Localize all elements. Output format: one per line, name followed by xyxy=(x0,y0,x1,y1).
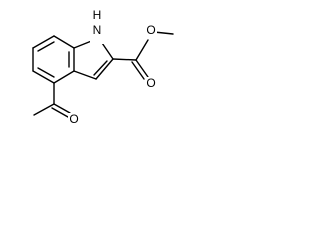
aromatic-inner-bond-c5-c4 xyxy=(37,67,55,78)
hydrogen-label: H xyxy=(93,8,102,22)
atom-labels: H N O O O xyxy=(68,8,157,127)
bond-ester-carbon-oxygen-ether xyxy=(135,39,149,61)
benzene-ring xyxy=(32,35,75,84)
ester-carbonyl-oxygen-background xyxy=(145,77,157,91)
bond-c2-ester-carbon xyxy=(112,58,137,61)
ester-carbonyl-oxygen-label: O xyxy=(146,76,155,90)
bond-c7a-c7 xyxy=(53,35,75,49)
bond-c5-c4 xyxy=(32,70,55,84)
bond-acetyl-carbonyl-1 xyxy=(53,103,71,114)
bond-ester-carbonyl-2 xyxy=(131,61,145,80)
bond-c3-c3a xyxy=(73,70,97,80)
ester-ether-oxygen-label: O xyxy=(146,23,155,37)
bond-c7-c6 xyxy=(32,35,55,49)
bond-ester-oxygen-methyl xyxy=(153,31,174,35)
acetyl-group xyxy=(33,82,71,118)
bond-acetyl-carbonyl-2 xyxy=(51,107,69,118)
double-bond-c2-c3-inner xyxy=(93,60,108,76)
ketone-oxygen-background xyxy=(68,113,80,127)
methyl-ester-group xyxy=(112,31,174,80)
aromatic-inner-bond-c7-c6 xyxy=(37,41,55,52)
bond-acetyl-carbon-methyl xyxy=(33,103,55,116)
ketone-oxygen-label: O xyxy=(69,112,78,126)
pyrrole-ring xyxy=(73,39,114,80)
bond-c4-c3a xyxy=(53,70,75,84)
nitrogen-label: N xyxy=(93,23,102,37)
ester-ether-oxygen-background xyxy=(145,24,157,38)
bond-c2-c3 xyxy=(95,58,114,80)
bond-ester-carbonyl-1 xyxy=(135,59,149,78)
indole-molecule-structure: H N O O O xyxy=(32,8,174,127)
nh-label-background xyxy=(90,8,106,44)
